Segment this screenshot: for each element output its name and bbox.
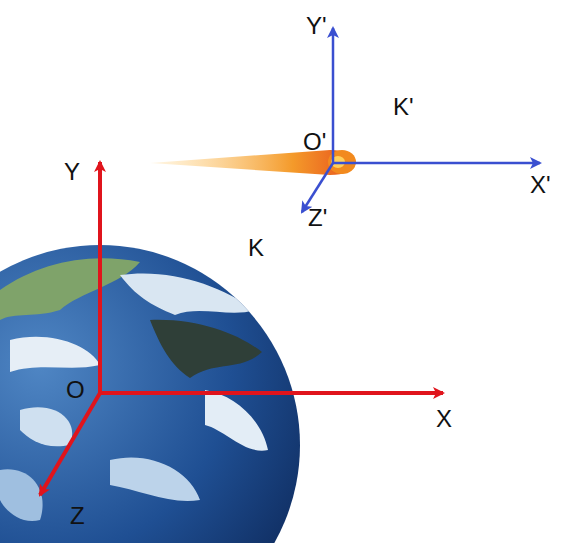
- axis-label: O': [303, 130, 326, 154]
- axis-label: Y': [306, 14, 327, 38]
- axis-label: Z': [308, 206, 327, 230]
- axis-label: X': [530, 173, 551, 197]
- axis-label: Z: [70, 504, 85, 528]
- axis-label: Y: [64, 160, 80, 184]
- axis-label: O: [66, 378, 85, 402]
- frame-k-axes: [40, 162, 443, 495]
- axis-label: K: [248, 236, 264, 260]
- axis-label: K': [393, 95, 414, 119]
- axis-label: X: [436, 407, 452, 431]
- frame-k-prime-axes: [302, 28, 540, 212]
